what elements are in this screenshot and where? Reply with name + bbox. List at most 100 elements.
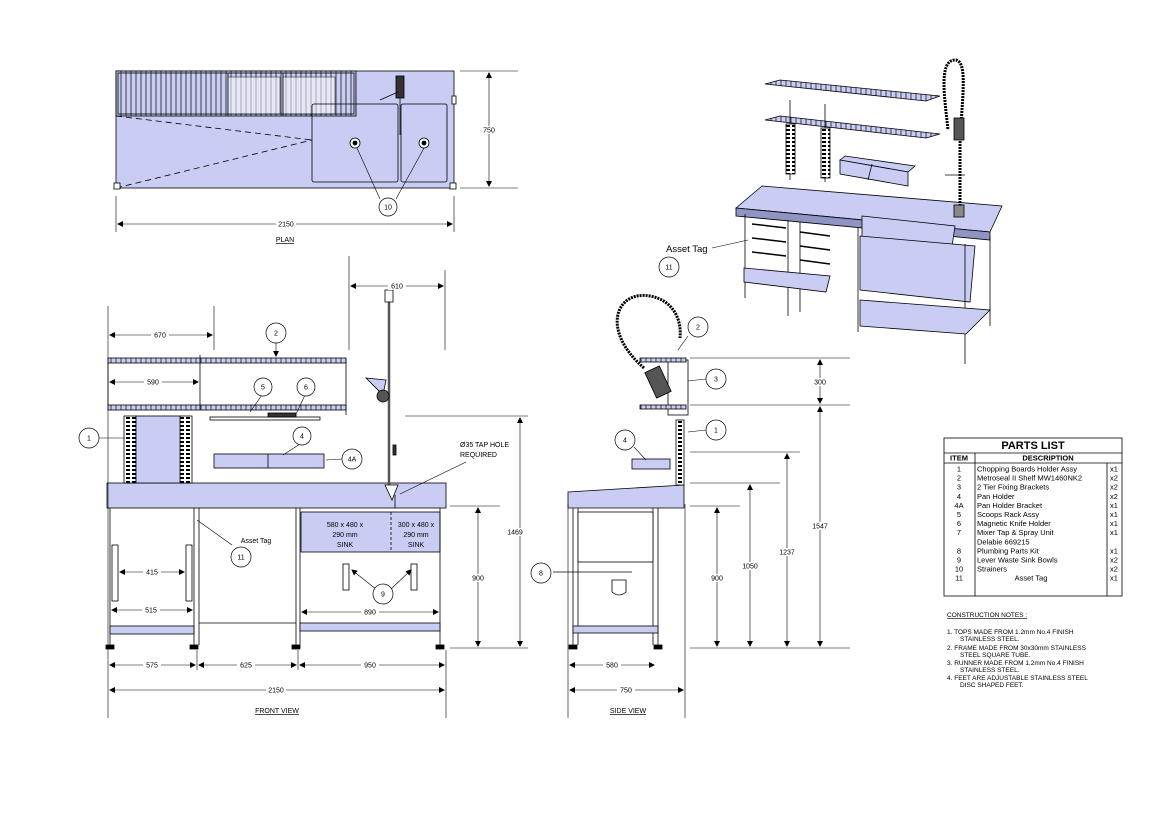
parts-row-item: 5 — [957, 510, 961, 519]
dim-610: 610 — [391, 284, 403, 291]
bubble-11-iso-label: 11 — [665, 265, 672, 272]
parts-list-title: PARTS LIST — [1001, 440, 1065, 452]
parts-row-qty: x2 — [1110, 483, 1118, 492]
dim-590: 590 — [147, 380, 159, 387]
parts-row-qty: x1 — [1110, 501, 1118, 510]
parts-row-desc: Asset Tag — [1015, 574, 1048, 583]
sink-right-label-1: 300 x 480 x — [398, 522, 435, 529]
dim-750-side: 750 — [620, 688, 632, 695]
sink-left-label-1: 580 x 480 x — [327, 522, 364, 529]
dim-625: 625 — [240, 663, 252, 670]
parts-row-desc: Magnetic Knife Holder — [977, 519, 1051, 528]
dim-300: 300 — [814, 380, 826, 387]
parts-row-desc: Chopping Boards Holder Assy — [977, 465, 1077, 474]
bubble-8-side: 8 — [539, 571, 543, 578]
note-1a: 1. TOPS MADE FROM 1.2mm No.4 FINISH — [947, 629, 1074, 636]
parts-row-desc: Mixer Tap & Spray Unit — [977, 528, 1054, 537]
plan-width-dim: 2150 — [278, 222, 294, 229]
parts-row-desc: Delabie 669215 — [977, 537, 1030, 546]
note-1b: STAINLESS STEEL. — [960, 636, 1020, 643]
parts-row-item: 4 — [957, 492, 961, 501]
side-view — [553, 293, 689, 650]
dim-950: 950 — [364, 663, 376, 670]
parts-row-desc: Strainers — [977, 565, 1007, 574]
parts-row-qty: x1 — [1110, 510, 1118, 519]
front-view — [105, 289, 447, 650]
parts-row-item: 11 — [955, 574, 963, 583]
front-view-title: FRONT VIEW — [255, 708, 299, 715]
bubble-10-plan — [378, 197, 398, 217]
parts-row-item: 7 — [957, 528, 961, 537]
parts-row-desc: Metroseal II Shelf MW1460NK2 — [977, 474, 1082, 483]
parts-row-item: 3 — [957, 483, 961, 492]
asset-tag-iso-label: Asset Tag — [666, 244, 708, 255]
parts-row-item: 1 — [957, 465, 961, 474]
side-view-title: SIDE VIEW — [610, 708, 647, 715]
bubble-10-plan-label: 10 — [384, 205, 392, 212]
tap-hole-note-2: REQUIRED — [460, 452, 497, 459]
parts-rows: 1 Chopping Boards Holder Assy x1 2 Metroseal… — [954, 465, 1118, 583]
note-4a: 4. FEET ARE ADJUSTABLE STAINLESS STEEL — [947, 675, 1088, 682]
plan-title: PLAN — [276, 237, 294, 244]
parts-row-qty: x1 — [1110, 574, 1118, 583]
tap-hole-note-1: Ø35 TAP HOLE — [460, 442, 509, 449]
parts-list-table — [943, 437, 1123, 597]
bubble-5-front: 5 — [261, 385, 265, 392]
bubble-4a-front: 4A — [348, 457, 357, 464]
parts-row-desc: Pan Holder — [977, 492, 1015, 501]
dim-900-front: 900 — [472, 576, 484, 583]
dim-1050: 1050 — [742, 564, 758, 571]
bubble-1-side: 1 — [714, 428, 718, 435]
dim-1547: 1547 — [812, 524, 828, 531]
parts-col-desc: DESCRIPTION — [1022, 454, 1073, 463]
note-2a: 2. FRAME MADE FROM 30x30mm STAINLESS — [947, 645, 1087, 652]
parts-row-desc: 2 Tier Fixing Brackets — [977, 483, 1049, 492]
parts-row-desc: Scoops Rack Assy — [977, 510, 1039, 519]
dim-1469: 1469 — [507, 530, 523, 537]
sink-left-label-2: 290 mm — [332, 532, 357, 539]
asset-tag-leader — [711, 239, 749, 249]
isometric-view — [735, 58, 1003, 364]
dim-670: 670 — [154, 333, 166, 340]
bubble-11-iso — [658, 256, 680, 278]
note-4b: DISC SHAPED FEET. — [960, 682, 1024, 689]
dim-580: 580 — [606, 663, 618, 670]
parts-row-item: 10 — [955, 565, 963, 574]
bubble-9-front: 9 — [381, 592, 385, 599]
dim-575: 575 — [146, 663, 158, 670]
parts-row-desc: Plumbing Parts Kit — [977, 546, 1040, 555]
parts-row-item: 9 — [957, 556, 961, 565]
note-2b: STEEL SQUARE TUBE. — [960, 652, 1031, 659]
parts-row-qty: x1 — [1110, 519, 1118, 528]
sink-right-label-2: 290 mm — [403, 532, 428, 539]
sink-left-label-3: SINK — [337, 542, 354, 549]
bubble-1-front: 1 — [87, 436, 91, 443]
dim-415: 415 — [146, 570, 158, 577]
parts-row-qty: x1 — [1110, 528, 1118, 537]
dim-900-side: 900 — [711, 576, 723, 583]
bubble-3-side: 3 — [714, 377, 718, 384]
parts-row-desc: Lever Waste Sink Bowls — [977, 556, 1058, 565]
bubble-11-front: 11 — [237, 555, 244, 562]
notes-title: CONSTRUCTION NOTES : — [947, 612, 1027, 619]
parts-row-qty: x1 — [1110, 465, 1118, 474]
dim-1237: 1237 — [779, 550, 795, 557]
plan-depth-dim: 750 — [483, 128, 495, 135]
parts-row-item: 2 — [957, 474, 961, 483]
sink-right-label-3: SINK — [408, 542, 425, 549]
parts-row-item: 4A — [954, 501, 963, 510]
bubble-2-front: 2 — [274, 331, 278, 338]
front-bubbles — [78, 322, 394, 605]
note-3a: 3. RUNNER MADE FROM 1.2mm No.4 FINISH — [947, 660, 1084, 667]
parts-row-qty: x2 — [1110, 556, 1118, 565]
parts-row-qty: x2 — [1110, 492, 1118, 501]
note-3b: STAINLESS STEEL. — [960, 667, 1020, 674]
dim-890: 890 — [364, 610, 376, 617]
side-bubbles — [530, 316, 727, 584]
parts-row-qty: x1 — [1110, 546, 1118, 555]
parts-row-item: 6 — [957, 519, 961, 528]
parts-row-desc: Pan Holder Bracket — [977, 501, 1043, 510]
dim-2150-front: 2150 — [268, 688, 284, 695]
bubble-2-side: 2 — [696, 325, 700, 332]
